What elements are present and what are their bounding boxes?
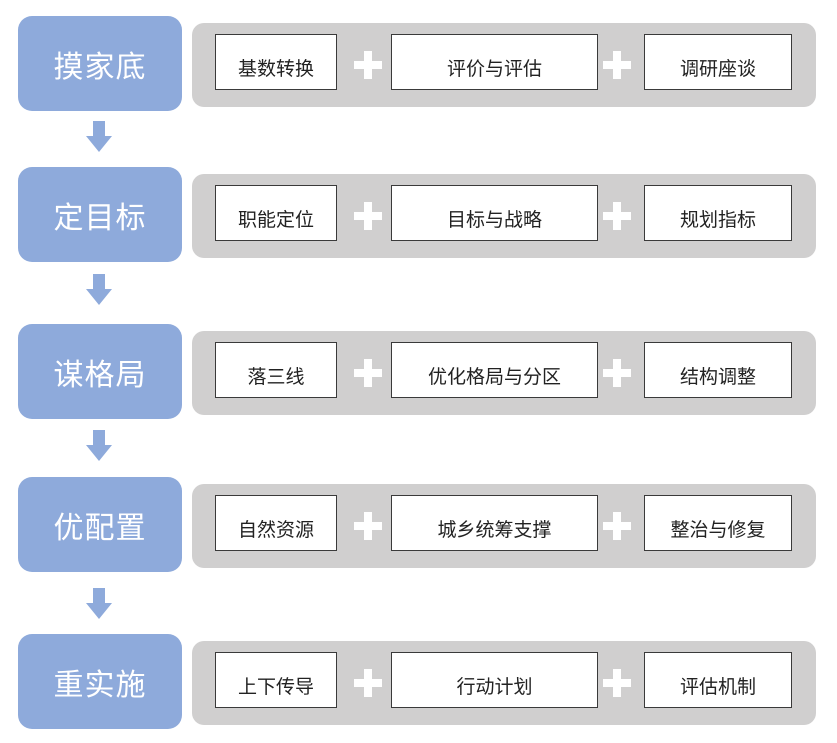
stage-label: 定目标 bbox=[18, 167, 182, 262]
plus-icon bbox=[603, 51, 631, 79]
stage-row-3: 谋格局 bbox=[0, 324, 184, 419]
plus-icon bbox=[354, 359, 382, 387]
item-box: 落三线 bbox=[215, 342, 337, 398]
items-panel-row-5: 上下传导 行动计划 评估机制 bbox=[192, 641, 816, 725]
plus-icon bbox=[603, 359, 631, 387]
down-arrow-icon bbox=[86, 274, 112, 306]
items-panel-row-4: 自然资源 城乡统筹支撑 整治与修复 bbox=[192, 484, 816, 568]
down-arrow-icon bbox=[86, 588, 112, 620]
plus-icon bbox=[354, 51, 382, 79]
plus-icon bbox=[603, 202, 631, 230]
down-arrow-icon bbox=[86, 121, 112, 153]
down-arrow-icon bbox=[86, 430, 112, 462]
item-box: 优化格局与分区 bbox=[391, 342, 598, 398]
item-box: 整治与修复 bbox=[644, 495, 792, 551]
item-box: 结构调整 bbox=[644, 342, 792, 398]
plus-icon bbox=[354, 202, 382, 230]
item-box: 职能定位 bbox=[215, 185, 337, 241]
plus-icon bbox=[354, 669, 382, 697]
items-panel-row-3: 落三线 优化格局与分区 结构调整 bbox=[192, 331, 816, 415]
stage-row-1: 摸家底 bbox=[0, 16, 184, 111]
item-box: 自然资源 bbox=[215, 495, 337, 551]
plus-icon bbox=[603, 669, 631, 697]
stage-label: 重实施 bbox=[18, 634, 182, 729]
stage-label: 摸家底 bbox=[18, 16, 182, 111]
stage-label: 谋格局 bbox=[18, 324, 182, 419]
stage-row-5: 重实施 bbox=[0, 634, 184, 729]
item-box: 评价与评估 bbox=[391, 34, 598, 90]
item-box: 城乡统筹支撑 bbox=[391, 495, 598, 551]
stage-row-4: 优配置 bbox=[0, 477, 184, 572]
plus-icon bbox=[354, 512, 382, 540]
item-box: 规划指标 bbox=[644, 185, 792, 241]
item-box: 基数转换 bbox=[215, 34, 337, 90]
item-box: 评估机制 bbox=[644, 652, 792, 708]
item-box: 行动计划 bbox=[391, 652, 598, 708]
item-box: 调研座谈 bbox=[644, 34, 792, 90]
stage-row-2: 定目标 bbox=[0, 167, 184, 262]
items-panel-row-1: 基数转换 评价与评估 调研座谈 bbox=[192, 23, 816, 107]
plus-icon bbox=[603, 512, 631, 540]
item-box: 目标与战略 bbox=[391, 185, 598, 241]
item-box: 上下传导 bbox=[215, 652, 337, 708]
items-panel-row-2: 职能定位 目标与战略 规划指标 bbox=[192, 174, 816, 258]
stage-label: 优配置 bbox=[18, 477, 182, 572]
